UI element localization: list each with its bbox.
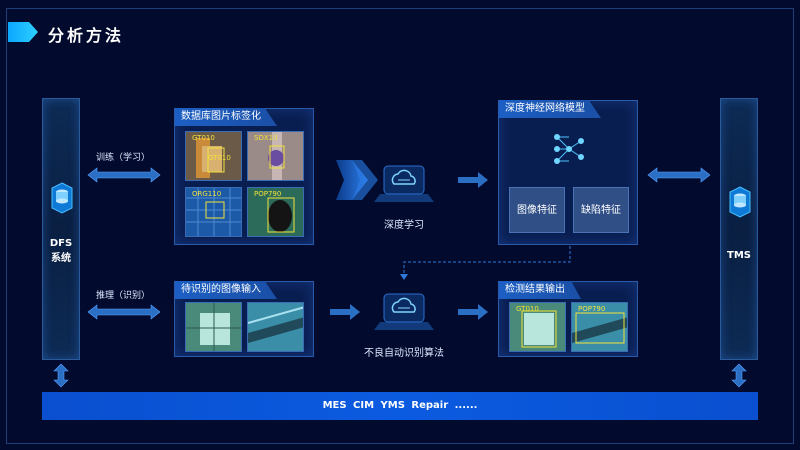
flow-arrow (458, 304, 488, 320)
train-edge-label: 训练（学习） (96, 150, 150, 163)
defect-code-label: ORG110 (192, 190, 221, 198)
defect-feature-box: 缺陷特征 (573, 187, 629, 233)
tms-label: TMS (721, 249, 757, 263)
dfs-system-pillar: DFS 系统 (42, 98, 80, 360)
input-image-thumbnail (247, 302, 304, 352)
dashed-arrow-head (400, 274, 408, 280)
dfs-label: DFS (43, 237, 79, 251)
tms-system-pillar: TMS (720, 98, 758, 360)
labeled-defect-thumbnail: POP790 (247, 187, 304, 237)
panel-title: 检测结果输出 (499, 281, 581, 299)
deep-learning-label: 深度学习 (354, 216, 454, 231)
input-images-panel: 待识别的图像输入 (174, 281, 314, 357)
database-icon (728, 185, 752, 219)
dfs-sub-label: 系统 (43, 252, 79, 266)
db-labeling-panel: 数据库图片标签化 GT010 GT010 SDX10 ORG110 POP790 (174, 108, 314, 245)
result-image-thumbnail: GT010 (509, 302, 566, 352)
model-to-algorithm-dashed-connector (404, 246, 570, 275)
defect-code-label: POP790 (578, 305, 605, 313)
result-image-thumbnail: POP790 (571, 302, 628, 352)
infer-edge-label: 推理（识别） (96, 288, 150, 301)
neural-network-icon (553, 131, 585, 167)
cloud-network-icon (374, 288, 434, 332)
dfs-bar-arrow (54, 364, 68, 387)
panel-title: 待识别的图像输入 (175, 281, 277, 299)
results-panel: 检测结果输出 GT010 POP790 (498, 281, 638, 357)
downstream-systems-bar: MES CIM YMS Repair ...... (42, 392, 758, 420)
auto-recognition-label: 不良自动识别算法 (354, 344, 454, 359)
infer-double-arrow (88, 305, 160, 319)
cloud-network-icon (374, 160, 434, 204)
database-icon (50, 181, 74, 215)
panel-title: 数据库图片标签化 (175, 108, 277, 126)
defect-code-label: POP790 (254, 190, 281, 198)
tms-double-arrow (648, 168, 710, 182)
input-image-thumbnail (185, 302, 242, 352)
labeled-defect-thumbnail: GT010 GT010 (185, 131, 242, 181)
panel-title: 深度神经网络模型 (499, 100, 601, 118)
defect-code-label: GT010 (208, 154, 231, 162)
tms-bar-arrow (732, 364, 746, 387)
train-double-arrow (88, 168, 160, 182)
defect-code-label: SDX10 (254, 134, 278, 142)
image-feature-box: 图像特征 (509, 187, 565, 233)
defect-code-label: GT010 (192, 134, 215, 142)
flow-arrow (458, 172, 488, 188)
defect-code-label: GT010 (516, 305, 539, 313)
labeled-defect-thumbnail: SDX10 (247, 131, 304, 181)
labeled-defect-thumbnail: ORG110 (185, 187, 242, 237)
flow-arrow (330, 304, 360, 320)
dnn-model-panel: 深度神经网络模型 图像特征 缺陷特征 (498, 100, 638, 245)
